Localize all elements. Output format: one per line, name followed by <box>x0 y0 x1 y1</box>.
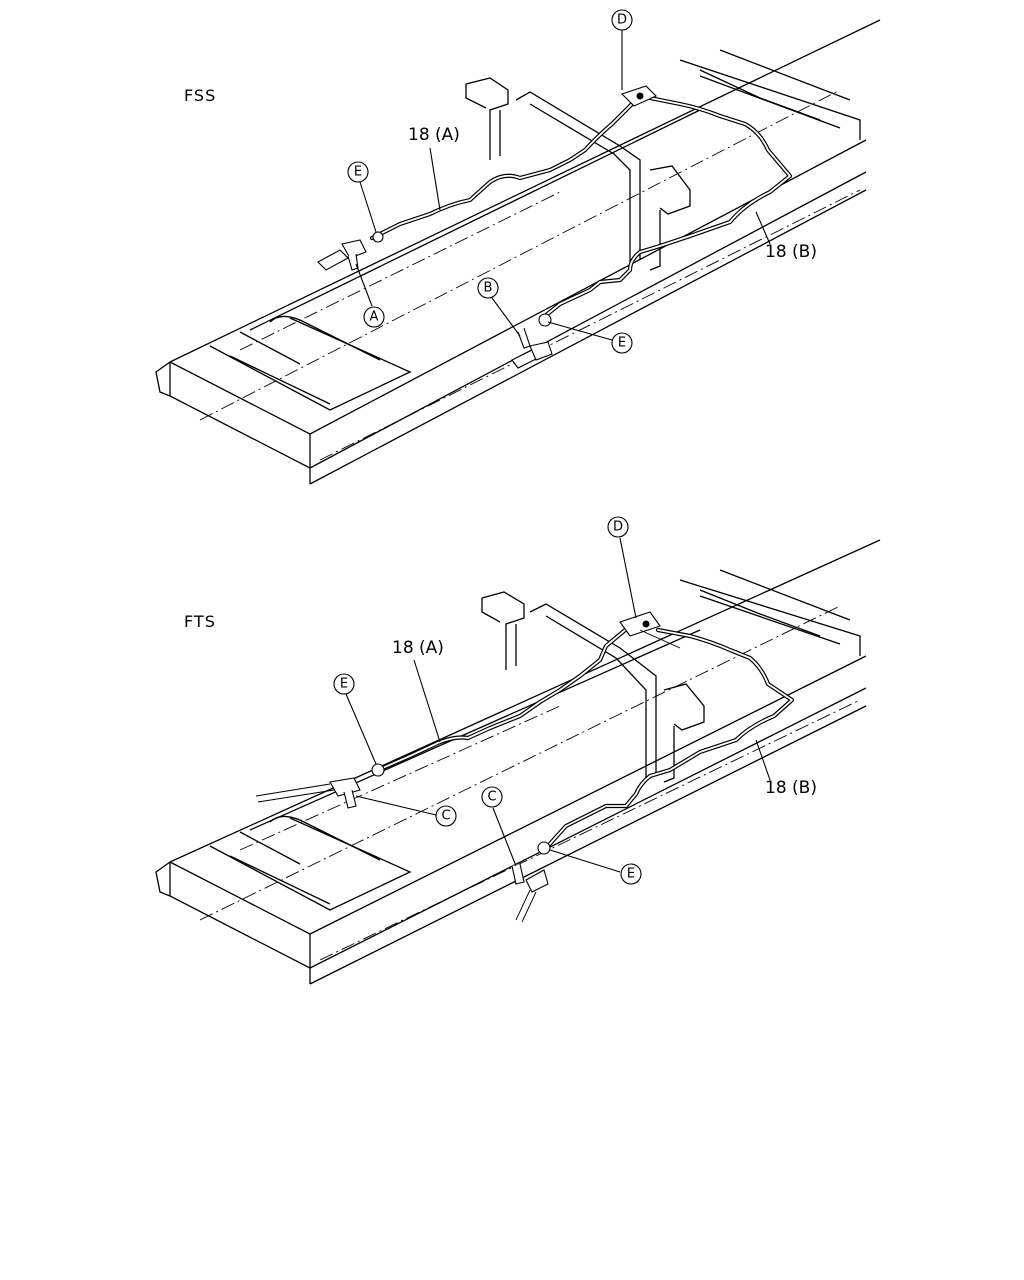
connector-parts <box>317 85 657 369</box>
pipe-label-18a: 18 (A) <box>408 125 460 145</box>
connector-parts <box>255 611 681 923</box>
pipe-label-18a: 18 (A) <box>392 638 444 658</box>
svg-text:E: E <box>618 336 626 351</box>
callout-c: C <box>355 795 457 827</box>
leader-line <box>755 739 771 781</box>
chassis-frame <box>155 19 881 485</box>
callout-e: E <box>549 849 642 885</box>
fuel-pipe-18b <box>542 95 793 319</box>
leader-line <box>429 147 441 211</box>
leader-line <box>413 659 441 743</box>
callout-c: C <box>481 786 517 867</box>
callout-a: A <box>355 263 385 328</box>
leader-line <box>755 211 771 245</box>
callout-b: B <box>477 277 521 337</box>
chassis-frame <box>155 539 881 985</box>
diagram-fss: FSS <box>155 9 881 485</box>
svg-text:C: C <box>487 790 496 805</box>
diagram-title: FTS <box>184 612 216 631</box>
svg-text:A: A <box>370 310 379 325</box>
diagram-fts: FTS <box>155 516 881 985</box>
svg-text:D: D <box>613 520 623 535</box>
callout-e: E <box>347 161 377 233</box>
callout-e: E <box>547 321 633 354</box>
svg-text:D: D <box>617 13 627 28</box>
diagram-title: FSS <box>184 86 216 105</box>
fuel-pipe-18a <box>369 101 635 241</box>
svg-text:E: E <box>340 677 348 692</box>
svg-text:E: E <box>627 867 635 882</box>
pipe-label-18b: 18 (B) <box>765 778 817 798</box>
callout-d: D <box>611 9 633 90</box>
fuel-pipe-18a <box>375 623 633 773</box>
callout-d: D <box>607 516 637 619</box>
callout-e: E <box>333 673 377 765</box>
svg-text:B: B <box>484 281 493 296</box>
svg-text:E: E <box>354 165 362 180</box>
fuel-pipe-18b <box>545 627 795 849</box>
pipe-label-18b: 18 (B) <box>765 242 817 262</box>
svg-text:C: C <box>441 809 450 824</box>
